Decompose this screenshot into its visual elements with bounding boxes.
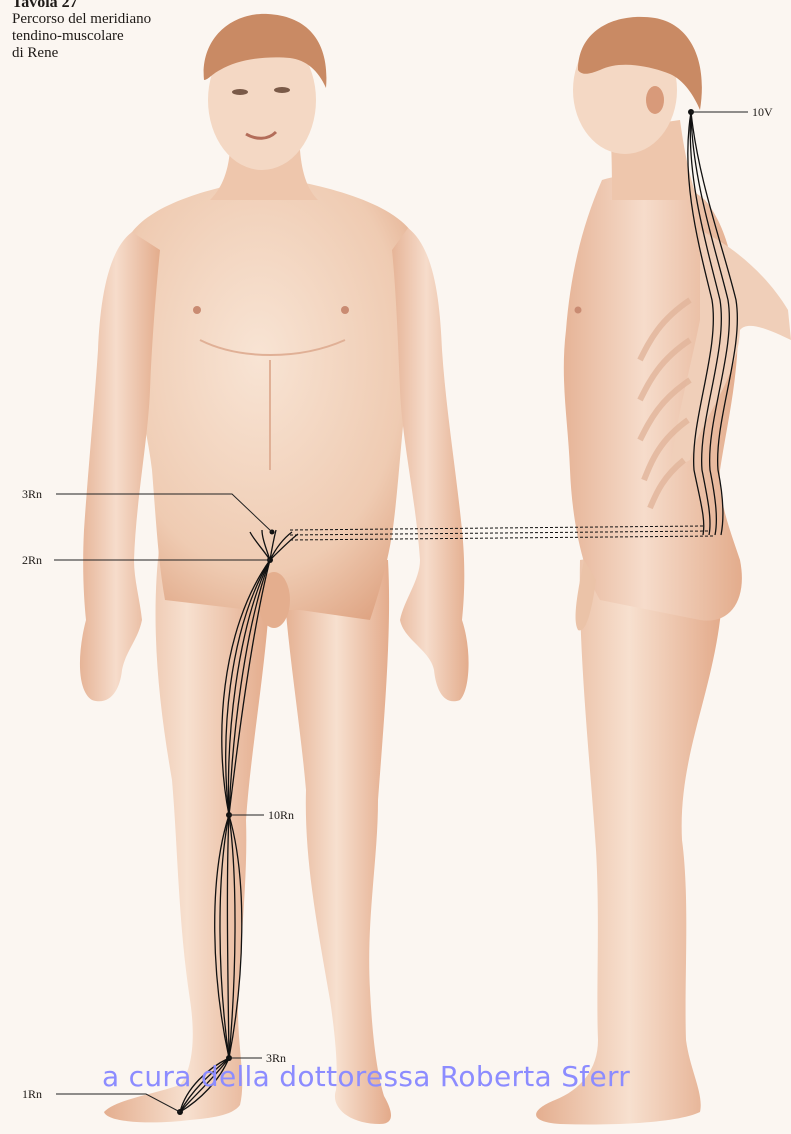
front-right-arm [392,228,469,701]
label-10v: 10V [752,105,773,119]
label-1rn: 1Rn [22,1087,42,1101]
front-right-leg [282,560,391,1124]
side-ear [646,86,664,114]
label-10rn: 10Rn [268,808,294,822]
front-nipple-right [341,306,349,314]
label-3rn-top: 3Rn [22,487,42,501]
front-eye-right [274,87,290,93]
side-figure [536,17,791,1125]
side-leg [536,540,722,1125]
watermark-text: a cura della dottoressa Roberta Sferr [102,1060,630,1093]
label-2rn: 2Rn [22,553,42,567]
front-eye-left [232,89,248,95]
front-figure [80,14,469,1124]
side-nipple [575,307,582,314]
front-nipple-left [193,306,201,314]
front-left-arm [80,232,160,701]
